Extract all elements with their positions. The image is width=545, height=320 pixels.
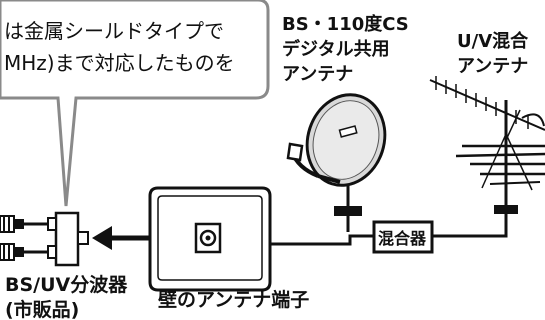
callout-text-line2: MHz)まで対応したものを (4, 51, 235, 75)
bs-uv-splitter (47, 211, 89, 267)
splitter-label-line1: BS/UV分波器 (5, 273, 128, 296)
wall-terminal-label: 壁のアンテナ端子 (158, 288, 309, 311)
cable-wall-to-mixer (270, 234, 374, 246)
uv-antenna-label-line2: アンテナ (457, 56, 528, 77)
mixer-label: 混合器 (378, 229, 427, 248)
callout-bubble (0, 0, 270, 207)
bs-cs-antenna-label-line1: BS・110度CS (282, 13, 409, 35)
splitter-label-line2: (市販品) (5, 298, 79, 320)
uv-yagi-antenna-icon (429, 76, 545, 214)
plug-connector-icon (0, 215, 24, 261)
cable-mixer-to-uv (432, 212, 508, 238)
bs-cs-antenna-label-line3: アンテナ (282, 64, 353, 85)
arrowhead-left-icon (92, 226, 112, 250)
wall-antenna-terminal (148, 186, 272, 292)
bs-cs-dish-antenna-icon (286, 93, 387, 216)
uv-antenna-label-line1: U/V混合 (457, 30, 529, 52)
bs-cs-antenna-label-line2: デジタル共用 (282, 38, 390, 60)
mixer-box: 混合器 (372, 220, 434, 254)
callout-text-line1: は金属シールドタイプで (4, 19, 224, 43)
